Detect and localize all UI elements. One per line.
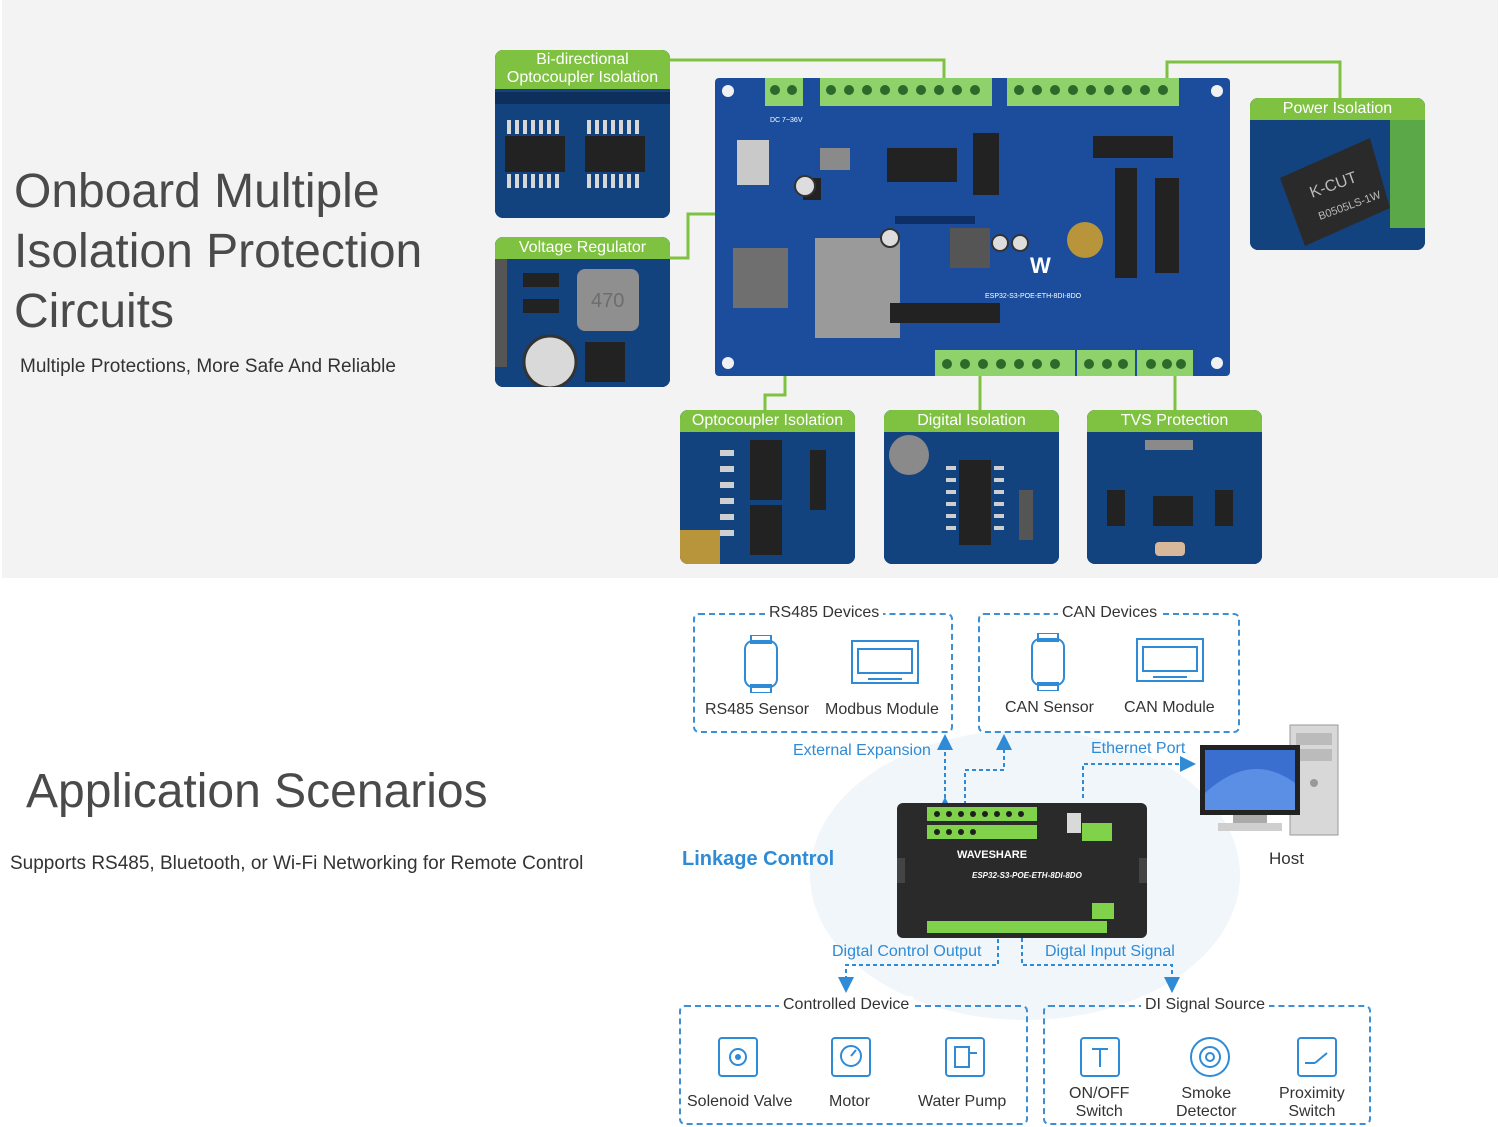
connection-arrows <box>838 734 1196 993</box>
proximity-switch-icon <box>1297 1037 1337 1077</box>
card-label: Optocoupler Isolation <box>680 410 855 432</box>
can-sensor-label: CAN Sensor <box>1005 699 1094 716</box>
card-label: Power Isolation <box>1250 98 1425 120</box>
ethernet-port-label: Ethernet Port <box>1091 740 1186 757</box>
digital-input-signal-label: Digtal Input Signal <box>1045 943 1175 960</box>
box-title: RS485 Devices <box>765 604 884 622</box>
application-subheading: Supports RS485, Bluetooth, or Wi-Fi Netw… <box>10 853 584 874</box>
di-signal-source-box: DI Signal Source ON/OFF Switch Smoke Det… <box>1043 996 1371 1125</box>
sensor-icon <box>1031 633 1065 691</box>
rs485-sensor-label: RS485 Sensor <box>705 701 810 718</box>
module-icon <box>851 640 919 684</box>
label-line: ON/OFF <box>1069 1085 1130 1102</box>
smoke-detector-label: Smoke Detector <box>1176 1085 1236 1121</box>
on-off-switch-label: ON/OFF Switch <box>1069 1085 1129 1121</box>
label-line: Proximity <box>1279 1085 1345 1102</box>
card-label: Bi-directional Optocoupler Isolation <box>495 50 670 89</box>
controlled-device-box: Controlled Device Solenoid Valve Motor W… <box>679 996 1028 1125</box>
can-devices-box: CAN Devices CAN Sensor CAN Module <box>978 604 1240 733</box>
isolation-heading-line: Onboard Multiple <box>14 165 380 218</box>
label-line: Switch <box>1075 1103 1123 1120</box>
tvs-protection-card: TVS Protection <box>1087 410 1262 564</box>
board-model-text: ESP32-S3-POE-ETH-8DI-8DO <box>985 293 1082 300</box>
device-brand: WAVESHARE <box>957 849 1027 861</box>
host-computer-icon <box>1200 724 1339 836</box>
inductor-text: 470 <box>591 290 624 312</box>
card-label-line: Optocoupler Isolation <box>506 69 659 86</box>
water-pump-label: Water Pump <box>918 1093 1007 1110</box>
smoke-detector-icon <box>1190 1037 1230 1077</box>
label-line: Smoke <box>1181 1085 1232 1102</box>
module-icon <box>1136 638 1204 682</box>
can-module-label: CAN Module <box>1124 699 1215 716</box>
card-graphic: K-CUT B0505LS-1W <box>1250 98 1425 250</box>
card-graphic <box>1087 410 1262 564</box>
card-graphic: 470 <box>495 237 670 387</box>
isolation-subheading: Multiple Protections, More Safe And Reli… <box>20 356 396 377</box>
isolation-heading: Onboard Multiple Isolation Protection Ci… <box>14 162 422 342</box>
card-graphic <box>680 410 855 564</box>
esp32-device: WAVESHARE ESP32-S3-POE-ETH-8DI-8DO <box>897 803 1147 938</box>
box-title: DI Signal Source <box>1141 996 1270 1014</box>
optocoupler-isolation-card: Optocoupler Isolation <box>680 410 855 564</box>
card-label: Voltage Regulator <box>495 237 670 259</box>
motor-icon <box>831 1037 871 1077</box>
rs485-devices-box: RS485 Devices RS485 Sensor Modbus Module <box>693 604 953 733</box>
proximity-switch-label: Proximity Switch <box>1279 1085 1345 1121</box>
controller-board: W ESP32-S3-POE-ETH-8DI-8DO DC 7~36V <box>715 78 1230 376</box>
label-line: Switch <box>1288 1103 1336 1120</box>
box-title: Controlled Device <box>779 996 914 1014</box>
on-off-switch-icon <box>1080 1037 1120 1077</box>
card-graphic <box>884 410 1059 564</box>
modbus-module-label: Modbus Module <box>825 701 939 718</box>
board-graphic: W ESP32-S3-POE-ETH-8DI-8DO DC 7~36V <box>722 78 1223 376</box>
water-pump-icon <box>945 1037 985 1077</box>
svg-text:DC 7~36V: DC 7~36V <box>770 117 803 124</box>
motor-label: Motor <box>829 1093 870 1110</box>
box-title: CAN Devices <box>1058 604 1162 622</box>
card-label: Digital Isolation <box>884 410 1059 432</box>
power-isolation-card: K-CUT B0505LS-1W Power Isolation <box>1250 98 1425 250</box>
bidirectional-optocoupler-card: Bi-directional Optocoupler Isolation <box>495 50 670 218</box>
isolation-heading-line: Circuits <box>14 285 175 338</box>
digital-control-output-label: Digtal Control Output <box>832 943 982 960</box>
card-label: TVS Protection <box>1087 410 1262 432</box>
voltage-regulator-card: 470 Voltage Regulator <box>495 237 670 387</box>
solenoid-valve-label: Solenoid Valve <box>687 1093 793 1110</box>
svg-text:W: W <box>1030 253 1051 278</box>
solenoid-valve-icon <box>718 1037 758 1077</box>
host-label: Host <box>1269 849 1304 868</box>
card-label-line: Bi-directional <box>536 51 629 68</box>
label-line: Detector <box>1176 1103 1237 1120</box>
application-heading: Application Scenarios <box>26 765 488 818</box>
external-expansion-label: External Expansion <box>793 742 931 759</box>
linkage-control-label: Linkage Control <box>682 848 835 870</box>
device-graphic: WAVESHARE ESP32-S3-POE-ETH-8DI-8DO <box>897 803 1147 938</box>
digital-isolation-card: Digital Isolation <box>884 410 1059 564</box>
device-model: ESP32-S3-POE-ETH-8DI-8DO <box>972 871 1083 880</box>
sensor-icon <box>744 635 778 693</box>
isolation-heading-line: Isolation Protection <box>14 225 423 278</box>
